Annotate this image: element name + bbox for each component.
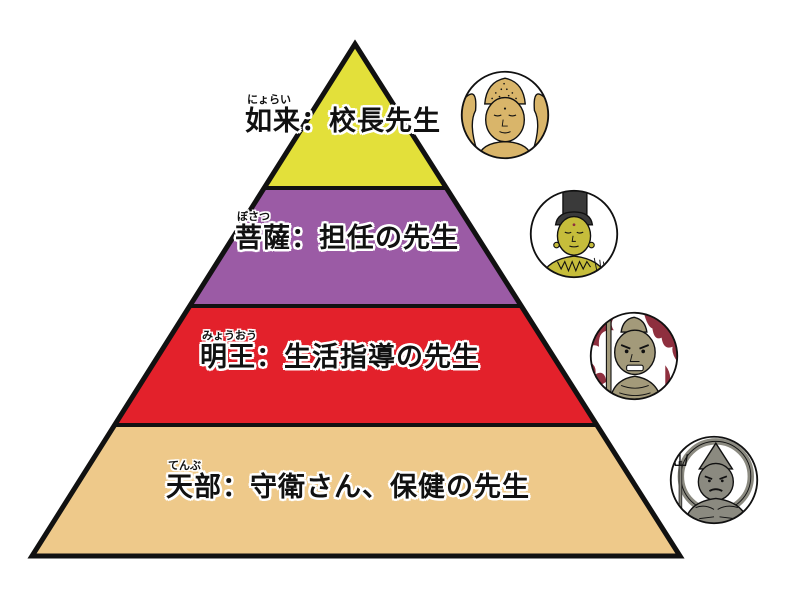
tier-2-furigana: ぼさつ — [237, 210, 270, 223]
tier-1-band — [264, 44, 446, 188]
tier-1-title: 如来：校長先生 — [245, 106, 441, 137]
pyramid-outline — [27, 39, 685, 559]
tier-4-furigana: てんぶ — [168, 459, 201, 472]
tier-1-furigana: にょらい — [247, 93, 291, 106]
tier-3-title: 明王：生活指導の先生 — [200, 342, 480, 373]
tier-1-label: にょらい 如来：校長先生 — [245, 94, 441, 138]
tier-2-label: ぼさつ 菩薩：担任の先生 — [235, 211, 459, 255]
nyorai-buddha-icon — [459, 69, 551, 161]
bosatsu-bodhisattva-icon — [528, 188, 620, 280]
tier-3-furigana: みょうおう — [202, 329, 257, 342]
tier-4-title: 天部：守衛さん、保健の先生 — [166, 472, 530, 503]
myoo-wisdom-king-icon — [588, 310, 680, 402]
tenbu-guardian-deity-icon — [668, 434, 760, 526]
tier-2-band — [190, 188, 520, 306]
tier-4-band — [32, 425, 680, 556]
tier-2-title: 菩薩：担任の先生 — [235, 223, 459, 254]
tier-3-label: みょうおう 明王：生活指導の先生 — [200, 330, 480, 374]
tier-3-band — [114, 306, 596, 425]
tier-4-label: てんぶ 天部：守衛さん、保健の先生 — [166, 460, 530, 504]
